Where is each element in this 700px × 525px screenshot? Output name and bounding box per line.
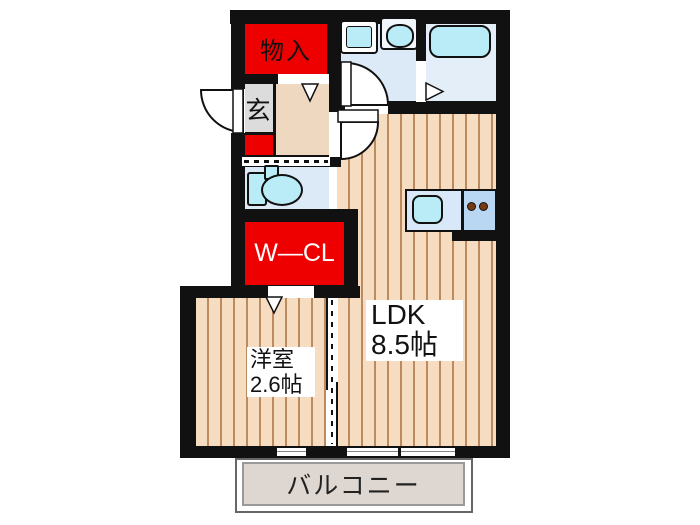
storage-label: 物入 bbox=[260, 37, 312, 65]
entrance-door-leaf bbox=[232, 88, 244, 134]
wall-bath-divider bbox=[416, 10, 426, 101]
ldk-door-arc bbox=[340, 121, 380, 161]
wall-toilet-bottom bbox=[231, 209, 358, 221]
stove-burner-left bbox=[467, 202, 476, 211]
washroom-door-leaf bbox=[340, 61, 352, 107]
ldk-floor bbox=[337, 114, 496, 446]
bath-folding-door-strip bbox=[416, 60, 426, 103]
ldk-door-leaf bbox=[337, 109, 379, 123]
window-center-tick bbox=[398, 447, 401, 457]
entrance-tile bbox=[243, 84, 273, 133]
walk-in-closet: W—CL bbox=[243, 220, 346, 287]
stove-burner-right bbox=[479, 202, 488, 211]
wall-kitchen-stub bbox=[452, 229, 510, 241]
western-room-size: 2.6帖 bbox=[250, 372, 303, 397]
entrance-step-line bbox=[243, 132, 273, 135]
walk-in-closet-label: W—CL bbox=[254, 239, 335, 267]
entrance-label: 玄 bbox=[245, 97, 271, 125]
kitchen-counter-stove-section bbox=[462, 189, 497, 232]
wcl-door-strip bbox=[267, 286, 315, 298]
shoe-cabinet bbox=[243, 135, 273, 156]
western-room-window bbox=[277, 448, 306, 456]
western-room-label-box: 洋室 2.6帖 bbox=[247, 347, 315, 397]
storage-door-strip bbox=[277, 74, 330, 84]
wall-wcl-right bbox=[345, 211, 358, 298]
bathtub-fixture bbox=[429, 25, 491, 58]
wall-left-lower bbox=[180, 286, 196, 458]
washroom-door-arc bbox=[345, 61, 390, 106]
kitchen-sink bbox=[412, 195, 443, 224]
ldk-door-opening bbox=[329, 112, 341, 157]
wcl-door-marker bbox=[264, 296, 284, 315]
bath-folding-door-marker bbox=[425, 81, 445, 102]
entrance-label-box: 玄 bbox=[244, 92, 272, 126]
storage-door-marker bbox=[300, 83, 320, 103]
ldk-sliding-window bbox=[347, 448, 455, 456]
hallway-floor bbox=[273, 84, 329, 156]
wall-entrance-divider bbox=[273, 84, 276, 156]
toilet-bowl bbox=[261, 174, 303, 206]
western-room-label: 洋室 bbox=[250, 347, 295, 372]
sliding-door-panel-left bbox=[326, 298, 328, 390]
washbasin-bowl bbox=[386, 24, 414, 48]
ldk-size: 8.5帖 bbox=[371, 329, 438, 360]
balcony: バルコニー bbox=[242, 462, 465, 506]
wall-top bbox=[230, 10, 510, 24]
window-mullion bbox=[277, 451, 306, 452]
sliding-door-track bbox=[326, 298, 338, 446]
ldk-label-box: LDK 8.5帖 bbox=[366, 300, 463, 361]
sliding-door-dashes bbox=[331, 300, 333, 444]
washer-pan-inner bbox=[346, 26, 372, 48]
balcony-label: バルコニー bbox=[286, 472, 421, 500]
ldk-label: LDK bbox=[371, 299, 426, 330]
sliding-door-panel-right bbox=[336, 382, 338, 446]
window-mullion bbox=[347, 451, 455, 452]
accordion-door-dashes bbox=[244, 160, 328, 163]
accordion-door bbox=[242, 157, 330, 166]
